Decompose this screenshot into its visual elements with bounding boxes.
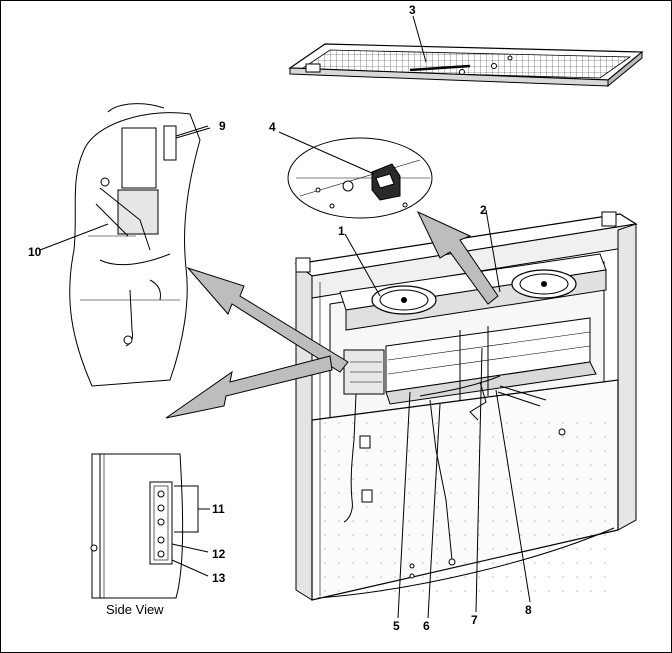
callout-3: 3 (409, 3, 416, 17)
callout-5: 5 (393, 619, 400, 633)
detail-view-piping (69, 103, 211, 387)
explosion-arrows (165, 210, 499, 419)
callout-10: 10 (28, 245, 42, 259)
callout-2: 2 (480, 203, 487, 217)
callout-13: 13 (212, 571, 226, 585)
callout-6: 6 (423, 619, 430, 633)
callout-11: 11 (212, 502, 225, 516)
top-cover-plate (288, 43, 644, 88)
callout-9: 9 (219, 119, 226, 133)
side-view-caption: Side View (106, 602, 164, 617)
callout-1: 1 (338, 224, 345, 238)
leader-lines (39, 15, 531, 619)
detail-view-upper (287, 137, 433, 219)
callout-4: 4 (269, 120, 276, 134)
callout-labels: 3 4 1 2 9 10 11 12 13 5 6 7 8 Side View (28, 3, 532, 633)
callout-8: 8 (525, 603, 532, 617)
main-unit (294, 211, 638, 601)
side-view-panel (90, 453, 210, 599)
callout-7: 7 (471, 613, 478, 627)
callout-12: 12 (212, 547, 226, 561)
